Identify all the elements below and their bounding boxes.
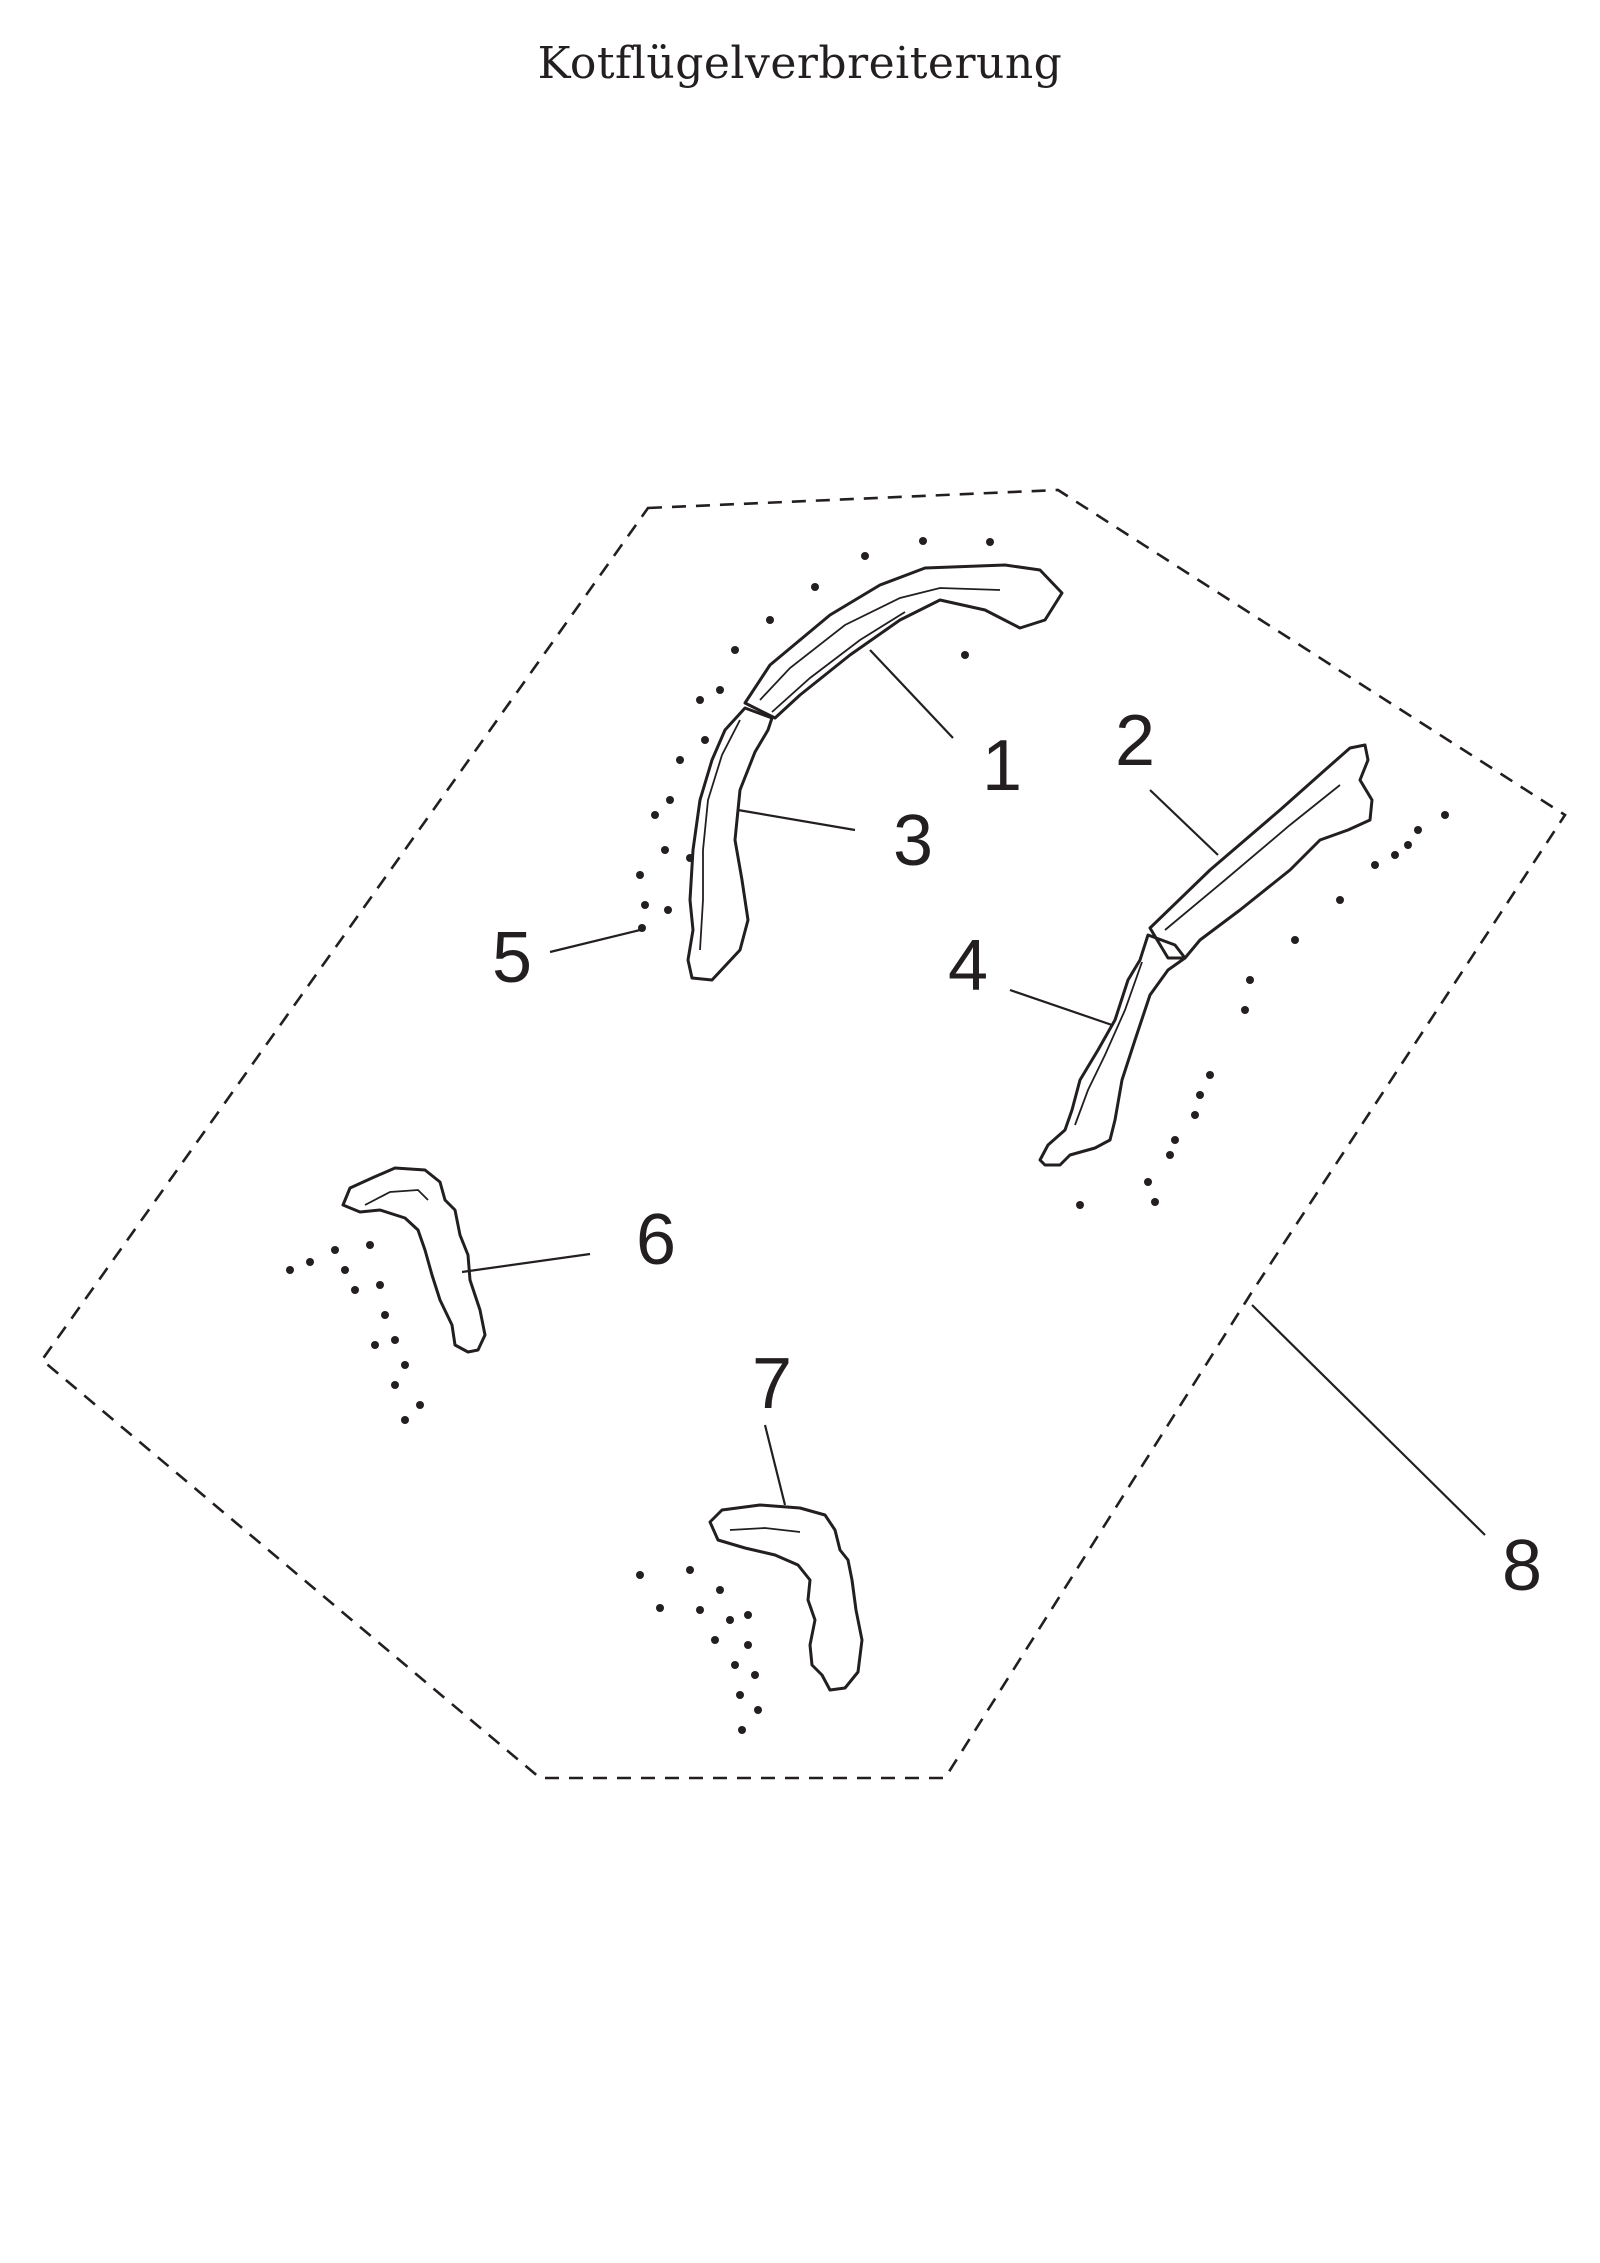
callout-2: 2 [1115,701,1155,781]
part-1-front-flare-upper[interactable] [743,563,1064,720]
leader-line-6 [461,1252,591,1274]
callout-3: 3 [893,801,933,881]
kit-boundary-outline [40,488,1567,1780]
callout-5: 5 [492,918,532,998]
fastener-group [286,537,1449,1734]
callout-8: 8 [1502,1526,1542,1606]
leader-line-4 [1009,988,1113,1027]
leader-line-5 [549,928,641,954]
leader-line-3 [737,808,856,832]
callout-1: 1 [982,726,1022,806]
callout-7: 7 [752,1344,792,1424]
leader-line-1 [869,649,954,739]
part-7-flare-section[interactable] [708,1503,864,1692]
part-4-rear-flare-lower[interactable] [1038,933,1187,1167]
part-3-front-flare-lower[interactable] [686,706,774,982]
callout-6: 6 [636,1200,676,1280]
leader-line-8 [1251,1304,1486,1536]
leader-line-2 [1149,789,1219,856]
page-title: Kotflügelverbreiterung [537,38,1063,89]
leader-line-7 [763,1424,787,1506]
part-6-flare-section[interactable] [341,1166,487,1354]
callout-4: 4 [948,926,988,1006]
part-2-rear-flare-upper[interactable] [1148,743,1374,960]
